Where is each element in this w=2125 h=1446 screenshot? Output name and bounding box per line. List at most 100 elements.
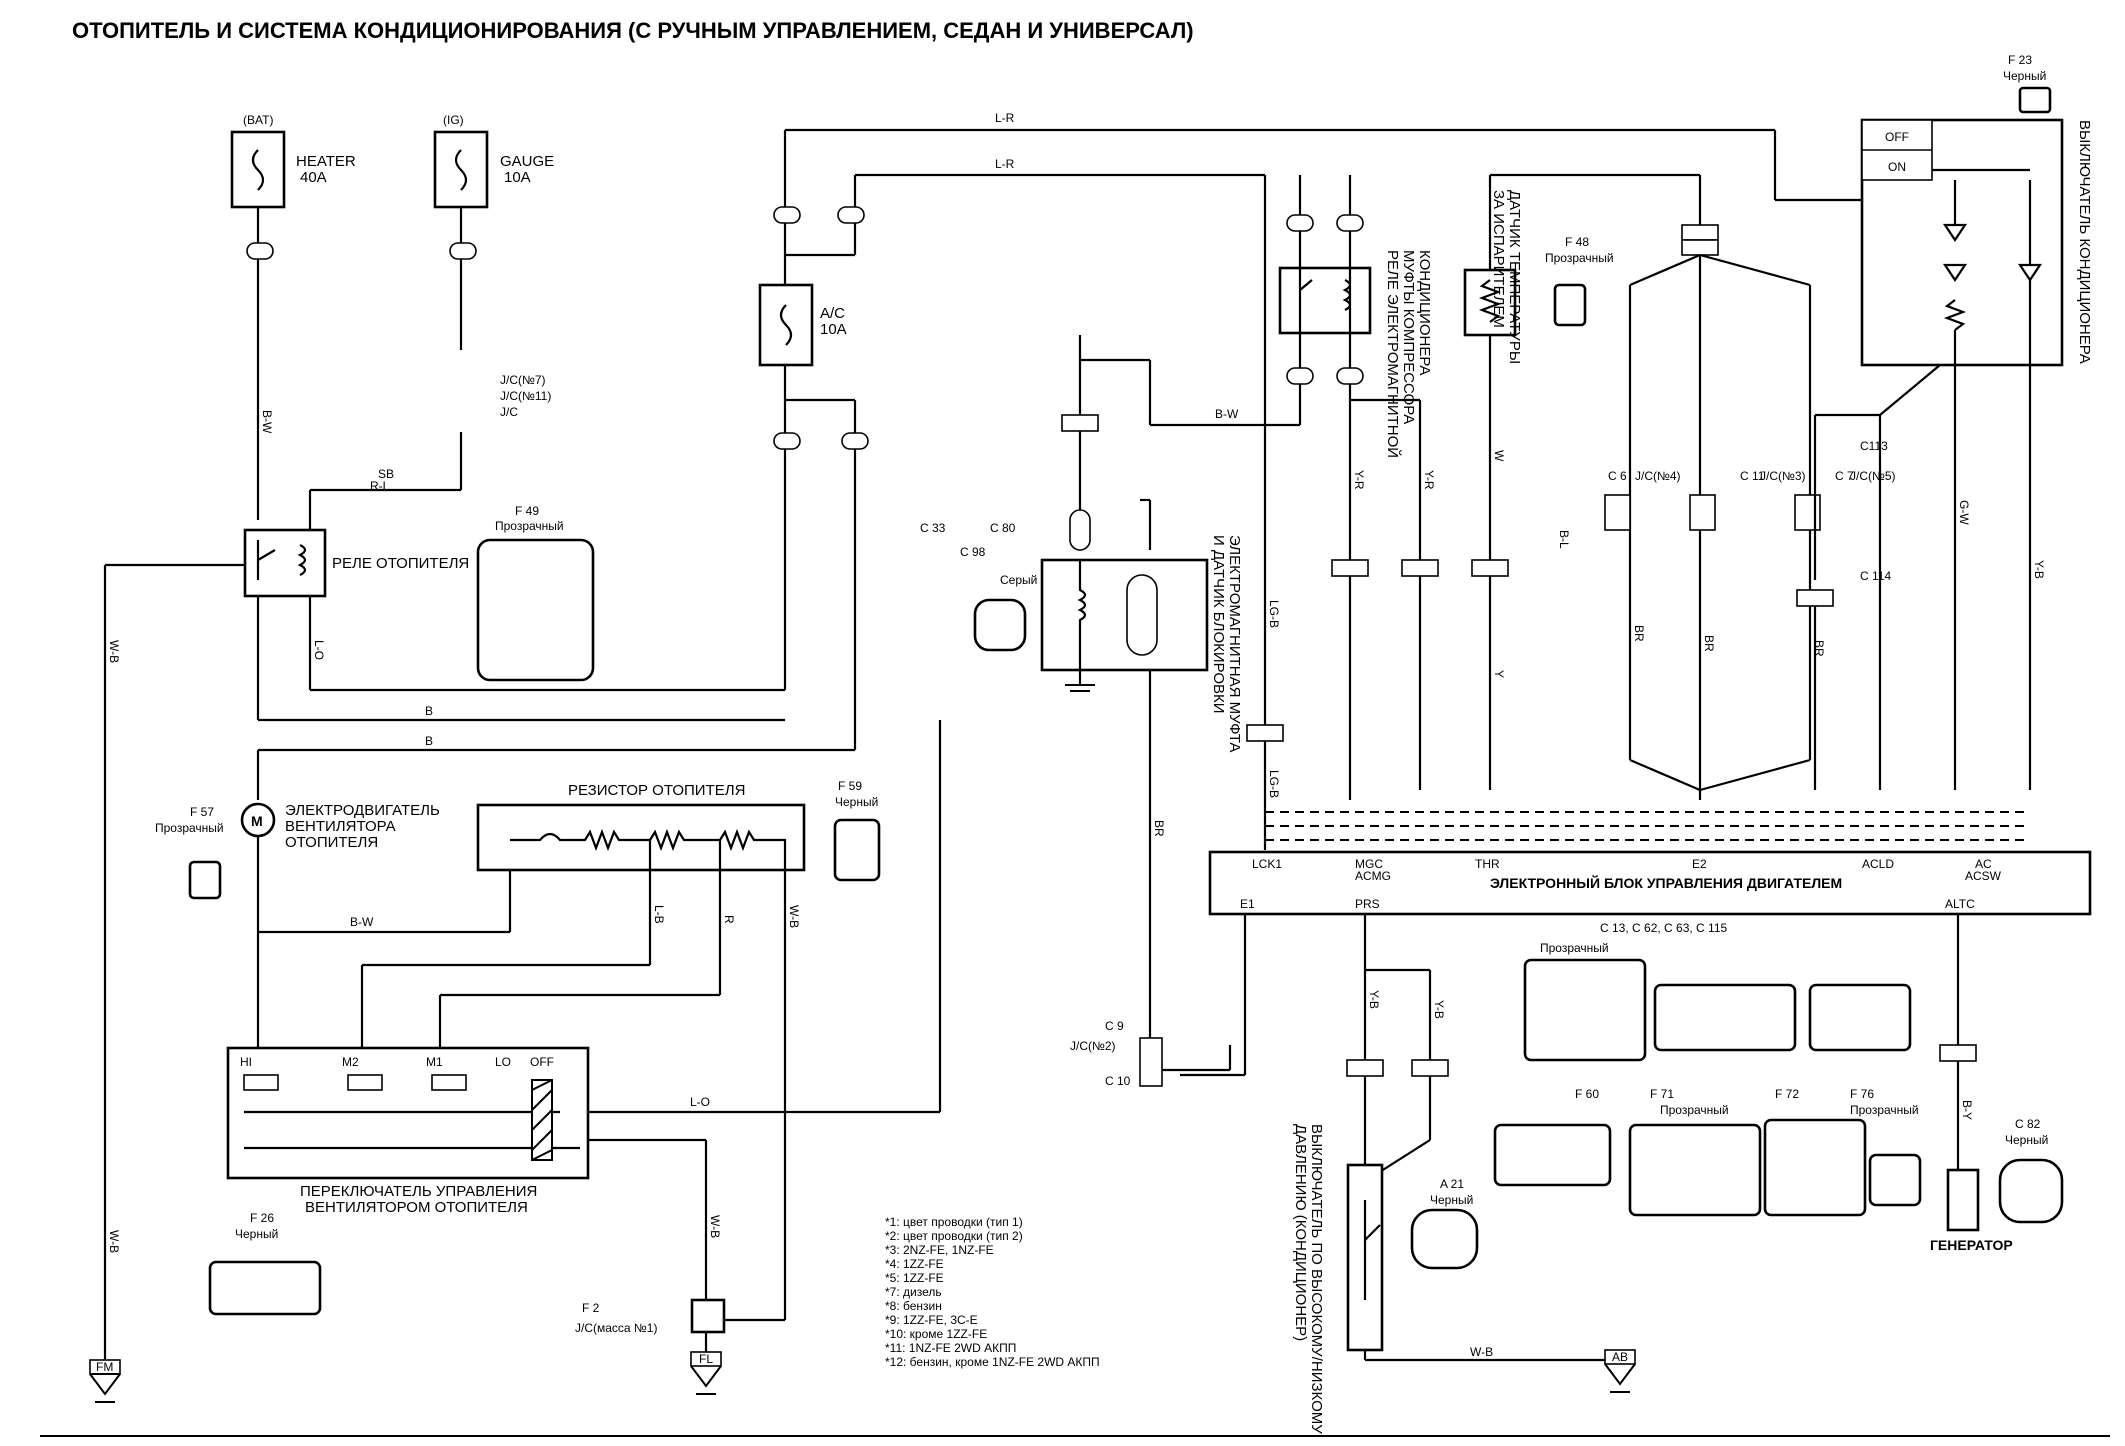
svg-text:BR: BR (1812, 640, 1826, 657)
svg-text:B-Y: B-Y (1960, 1100, 1974, 1120)
ecu-pin-e1: E1 (1240, 897, 1255, 911)
f59-color: Черный (835, 795, 878, 809)
switch-pos-lo: LO (495, 1055, 511, 1069)
switch-pos-m2: M2 (342, 1055, 359, 1069)
c-grey-label: Серый (1000, 573, 1037, 587)
footnotes: *1: цвет проводки (тип 1) *2: цвет прово… (885, 1215, 1100, 1369)
jc-no2b-label: J/C(№2) (1070, 1039, 1116, 1053)
blower-switch-label-2: ВЕНТИЛЯТОРОМ ОТОПИТЕЛЯ (305, 1199, 528, 1216)
svg-text:SB: SB (378, 467, 394, 481)
svg-text:B-W: B-W (350, 915, 374, 929)
c33-connector (973, 598, 1027, 652)
ecu-conn-label: C 13, C 62, C 63, C 115 (1600, 921, 1728, 935)
jc-mass-label: J/C(масса №1) (575, 1321, 657, 1335)
c6-label: C 6 (1608, 469, 1627, 483)
svg-text:L-O: L-O (690, 1095, 710, 1109)
svg-text:И ДАТЧИК БЛОКИРОВКИ: И ДАТЧИК БЛОКИРОВКИ (1210, 535, 1227, 714)
ecu-pin-e2: E2 (1692, 857, 1707, 871)
heater-fuse-amp: 40A (300, 169, 327, 186)
wire-color-labels: L-R L-R B-W B-W SB R-L B B L-O W-B B-W L… (107, 111, 2046, 1359)
a21-color: Черный (1430, 1193, 1473, 1207)
svg-text:B: B (425, 734, 433, 748)
ecu-conn-2 (1653, 983, 1797, 1052)
ecu-conn-3 (1808, 983, 1912, 1052)
f49-connector (476, 538, 595, 682)
svg-text:*5: 1ZZ-FE: *5: 1ZZ-FE (885, 1271, 944, 1285)
magnetic-clutch-label: ЭЛЕКТРОМАГНИТНАЯ МУФТА И ДАТЧИК БЛОКИРОВ… (1210, 535, 1243, 752)
a21-label: A 21 (1440, 1177, 1464, 1191)
svg-text:L-R: L-R (995, 157, 1015, 171)
f57-color: Прозрачный (155, 821, 224, 835)
f76-connector (1868, 1153, 1922, 1207)
svg-text:Y-R: Y-R (1422, 470, 1436, 490)
svg-text:ВЫКЛЮЧАТЕЛЬ ПО ВЫСОКОМУ/НИЗКОМ: ВЫКЛЮЧАТЕЛЬ ПО ВЫСОКОМУ/НИЗКОМУ (1308, 1124, 1325, 1434)
a21-connector (1410, 1208, 1479, 1270)
svg-text:W-B: W-B (107, 1230, 121, 1253)
blower-motor-label-1: ЭЛЕКТРОДВИГАТЕЛЬ (285, 802, 440, 819)
heater-fuse-label: HEATER (296, 153, 356, 170)
svg-text:B: B (425, 704, 433, 718)
f2-label: F 2 (582, 1301, 600, 1315)
svg-text:LG-B: LG-B (1267, 770, 1281, 798)
f59-label: F 59 (838, 779, 862, 793)
c10-label: C 10 (1105, 1074, 1131, 1088)
svg-text:*9: 1ZZ-FE, 3C-E: *9: 1ZZ-FE, 3C-E (885, 1313, 978, 1327)
ecu-pin-ac: AC (1975, 857, 1992, 871)
ecu-pin-lck1: LCK1 (1252, 857, 1282, 871)
ecu-pin-acsw: ACSW (1965, 869, 2002, 883)
wires-right (1463, 118, 2064, 800)
wires-middle (758, 128, 1775, 1087)
svg-text:*10: кроме 1ZZ-FE: *10: кроме 1ZZ-FE (885, 1327, 987, 1341)
c11-label: C 11 (1740, 469, 1765, 483)
svg-text:*7: дизель: *7: дизель (885, 1285, 942, 1299)
blower-motor-label-2: ВЕНТИЛЯТОРА (285, 818, 396, 835)
f26-color: Черный (235, 1227, 278, 1241)
jc-label: J/C (500, 405, 518, 419)
svg-text:R-L: R-L (370, 479, 390, 493)
f59-connector (833, 818, 881, 882)
c113-label: C113 (1860, 439, 1888, 453)
svg-text:Y-B: Y-B (1432, 1000, 1446, 1019)
ac-fuse-amp: 10A (820, 321, 847, 338)
jc-no5: J/C(№5) (1850, 469, 1896, 483)
svg-text:W-B: W-B (1470, 1345, 1493, 1359)
f72-connector (1763, 1118, 1867, 1217)
ground-ab: AB (1604, 1349, 1636, 1393)
f49-label: F 49 (515, 504, 539, 518)
f49-color: Прозрачный (495, 519, 564, 533)
svg-text:ДАВЛЕНИЮ (КОНДИЦИОНЕР): ДАВЛЕНИЮ (КОНДИЦИОНЕР) (1292, 1124, 1309, 1341)
f76-label: F 76 (1850, 1087, 1874, 1101)
svg-text:ДАТЧИК ТЕМПЕРАТУРЫ: ДАТЧИК ТЕМПЕРАТУРЫ (1506, 190, 1523, 364)
svg-text:W-B: W-B (708, 1215, 722, 1238)
c7-label: C 7 (1835, 469, 1854, 483)
blower-motor-label-3: ОТОПИТЕЛЯ (285, 834, 378, 851)
c114-label: C 114 (1860, 569, 1891, 583)
svg-text:ЭЛЕКТРОМАГНИТНАЯ МУФТА: ЭЛЕКТРОМАГНИТНАЯ МУФТА (1226, 535, 1243, 752)
ecu-pin-prs: PRS (1355, 897, 1380, 911)
svg-text:B-W: B-W (260, 410, 274, 434)
svg-text:*2: цвет проводки (тип 2): *2: цвет проводки (тип 2) (885, 1229, 1023, 1243)
svg-text:L-O: L-O (312, 640, 326, 660)
f71-label: F 71 (1650, 1087, 1674, 1101)
ecu-pin-mgc: MGC (1355, 857, 1383, 871)
ac-switch-off: OFF (1885, 130, 1909, 144)
svg-text:W-B: W-B (107, 640, 121, 663)
svg-text:*11: 1NZ-FE 2WD АКПП: *11: 1NZ-FE 2WD АКПП (885, 1341, 1016, 1355)
ig-label: (IG) (443, 113, 464, 127)
ecu-pin-acld: ACLD (1862, 857, 1894, 871)
svg-text:R: R (722, 915, 736, 924)
svg-text:W-B: W-B (787, 905, 801, 928)
pressure-switch-label: ВЫКЛЮЧАТЕЛЬ ПО ВЫСОКОМУ/НИЗКОМУ ДАВЛЕНИЮ… (1292, 1124, 1325, 1434)
svg-text:Y-R: Y-R (1352, 470, 1366, 490)
f60-connector (1493, 1123, 1612, 1187)
svg-text:*1: цвет проводки (тип 1): *1: цвет проводки (тип 1) (885, 1215, 1023, 1229)
ecu-pin-thr: THR (1475, 857, 1500, 871)
svg-text:МУФТЫ КОМПРЕССОРА: МУФТЫ КОМПРЕССОРА (1400, 250, 1417, 424)
f60-label: F 60 (1575, 1087, 1599, 1101)
ecu-label: ЭЛЕКТРОННЫЙ БЛОК УПРАВЛЕНИЯ ДВИГАТЕЛЕМ (1490, 874, 1842, 891)
f23-color: Черный (2003, 69, 2046, 83)
connector-pills (246, 206, 869, 450)
ground-fm: FM (89, 1350, 121, 1403)
wires-left: M (103, 207, 942, 1352)
f48-color: Прозрачный (1545, 251, 1614, 265)
